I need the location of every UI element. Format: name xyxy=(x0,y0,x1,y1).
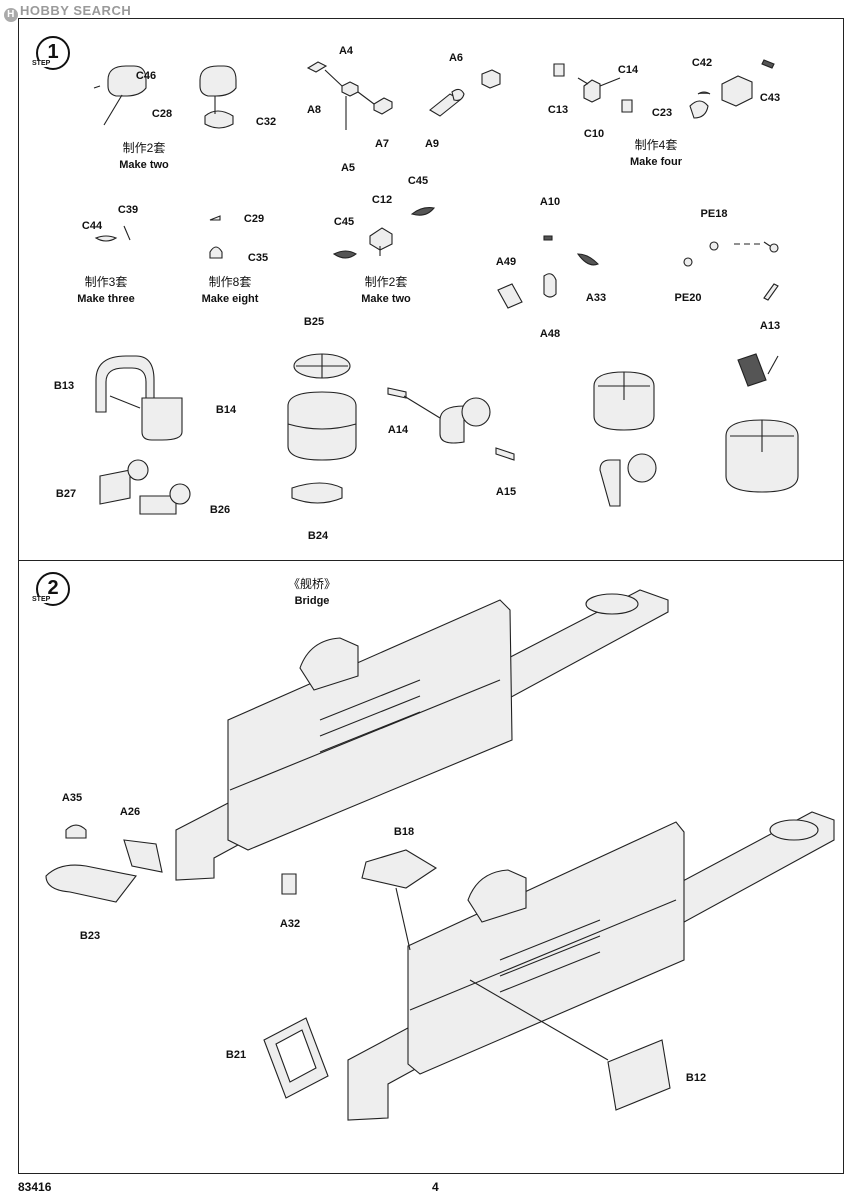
part-label: C35 xyxy=(247,252,269,264)
part-label: B26 xyxy=(209,504,231,516)
note-cn: 制作8套 xyxy=(208,275,252,289)
part-label: A13 xyxy=(759,320,781,332)
mount-a-drawing xyxy=(306,61,393,130)
part-label: C46 xyxy=(135,70,157,82)
note-en: Make three xyxy=(77,293,135,305)
part-label: PE20 xyxy=(674,292,702,304)
part-label: C45 xyxy=(333,216,355,228)
part-c39-drawing xyxy=(123,225,131,241)
part-label: A33 xyxy=(585,292,607,304)
make-two-note-2: 制作2套 Make two xyxy=(361,274,411,308)
part-label: A49 xyxy=(495,256,517,268)
part-label: A6 xyxy=(448,52,464,64)
part-label: C44 xyxy=(81,220,103,232)
step-divider xyxy=(18,560,844,561)
part-label: C13 xyxy=(547,104,569,116)
part-label: C45 xyxy=(407,175,429,187)
note-cn: 制作4套 xyxy=(634,138,678,152)
part-label: B12 xyxy=(685,1072,707,1084)
step-word: STEP xyxy=(32,60,51,67)
part-label: B21 xyxy=(225,1049,247,1061)
part-label: B24 xyxy=(307,530,329,542)
assembly-c12-drawing xyxy=(332,207,436,259)
make-two-note: 制作2套 Make two xyxy=(119,140,169,174)
assembled-radar-drawing xyxy=(725,353,799,493)
part-label: C23 xyxy=(651,107,673,119)
page-frame xyxy=(18,18,844,1174)
note-en: Make eight xyxy=(201,293,259,305)
note-cn: 制作2套 xyxy=(364,275,408,289)
make-three-note: 制作3套 Make three xyxy=(77,274,134,308)
note-cn: 制作2套 xyxy=(122,141,166,155)
page-number: 4 xyxy=(432,1180,439,1194)
mount-c-drawing xyxy=(553,63,633,113)
bridge-callout: 《舰桥》 Bridge xyxy=(288,576,336,610)
part-label: A32 xyxy=(279,918,301,930)
note-en: Make two xyxy=(361,293,411,305)
make-four-note: 制作4套 Make four xyxy=(630,137,682,171)
shield-b13-drawing xyxy=(95,355,183,441)
note-cn: 制作3套 xyxy=(84,275,128,289)
part-label: B25 xyxy=(303,316,325,328)
part-label: A9 xyxy=(424,138,440,150)
part-label: A5 xyxy=(340,162,356,174)
mount-b-drawing xyxy=(429,69,501,117)
note-en: Make two xyxy=(119,159,169,171)
part-label: C29 xyxy=(243,213,265,225)
part-label: A15 xyxy=(495,486,517,498)
note-en: Make four xyxy=(630,156,682,168)
step-word: STEP xyxy=(32,596,51,603)
part-label: PE18 xyxy=(700,208,728,220)
assembly-a48-drawing xyxy=(497,235,599,309)
part-label: B18 xyxy=(393,826,415,838)
part-label: A10 xyxy=(539,196,561,208)
part-label: C43 xyxy=(759,92,781,104)
part-label: A8 xyxy=(306,104,322,116)
logo-icon: H xyxy=(4,8,18,22)
part-label: B13 xyxy=(53,380,75,392)
part-c44-drawing xyxy=(94,235,118,242)
mount-d-drawing xyxy=(689,59,775,119)
step-number: 1 xyxy=(47,41,59,63)
part-label: C10 xyxy=(583,128,605,140)
part-label: A35 xyxy=(61,792,83,804)
part-label: A26 xyxy=(119,806,141,818)
part-label: A48 xyxy=(539,328,561,340)
part-c35-drawing xyxy=(209,246,223,259)
assembly-pe-drawing xyxy=(683,241,779,301)
part-label: C42 xyxy=(691,57,713,69)
bridge-en: Bridge xyxy=(294,595,330,607)
part-label: A7 xyxy=(374,138,390,150)
part-label: A14 xyxy=(387,424,409,436)
make-eight-note: 制作8套 Make eight xyxy=(202,274,259,308)
part-label: C32 xyxy=(255,116,277,128)
part-label: B27 xyxy=(55,488,77,500)
step-1-badge: 1 STEP xyxy=(32,36,70,70)
lower-hull-drawing xyxy=(263,811,835,1121)
part-label: C14 xyxy=(617,64,639,76)
part-label: A4 xyxy=(338,45,354,57)
upper-hull-drawing xyxy=(175,589,669,881)
step-2-badge: 2 STEP xyxy=(32,572,70,606)
part-label: C39 xyxy=(117,204,139,216)
part-label: C28 xyxy=(151,108,173,120)
watermark-text: HOBBY SEARCH xyxy=(20,3,132,18)
part-label: B23 xyxy=(79,930,101,942)
arm-a14-drawing xyxy=(387,387,515,461)
bow-parts-drawing xyxy=(45,824,297,903)
turret-assembly-drawing xyxy=(93,65,237,129)
part-label: B14 xyxy=(215,404,237,416)
assembled-director-drawing xyxy=(593,371,657,507)
part-label: C12 xyxy=(371,194,393,206)
director-b25-drawing xyxy=(287,353,357,504)
shield-b27-drawing xyxy=(99,459,191,515)
part-c29-drawing xyxy=(209,215,221,221)
step-number: 2 xyxy=(47,577,59,599)
kit-code: 83416 xyxy=(18,1180,52,1194)
bridge-cn: 《舰桥》 xyxy=(287,577,337,591)
